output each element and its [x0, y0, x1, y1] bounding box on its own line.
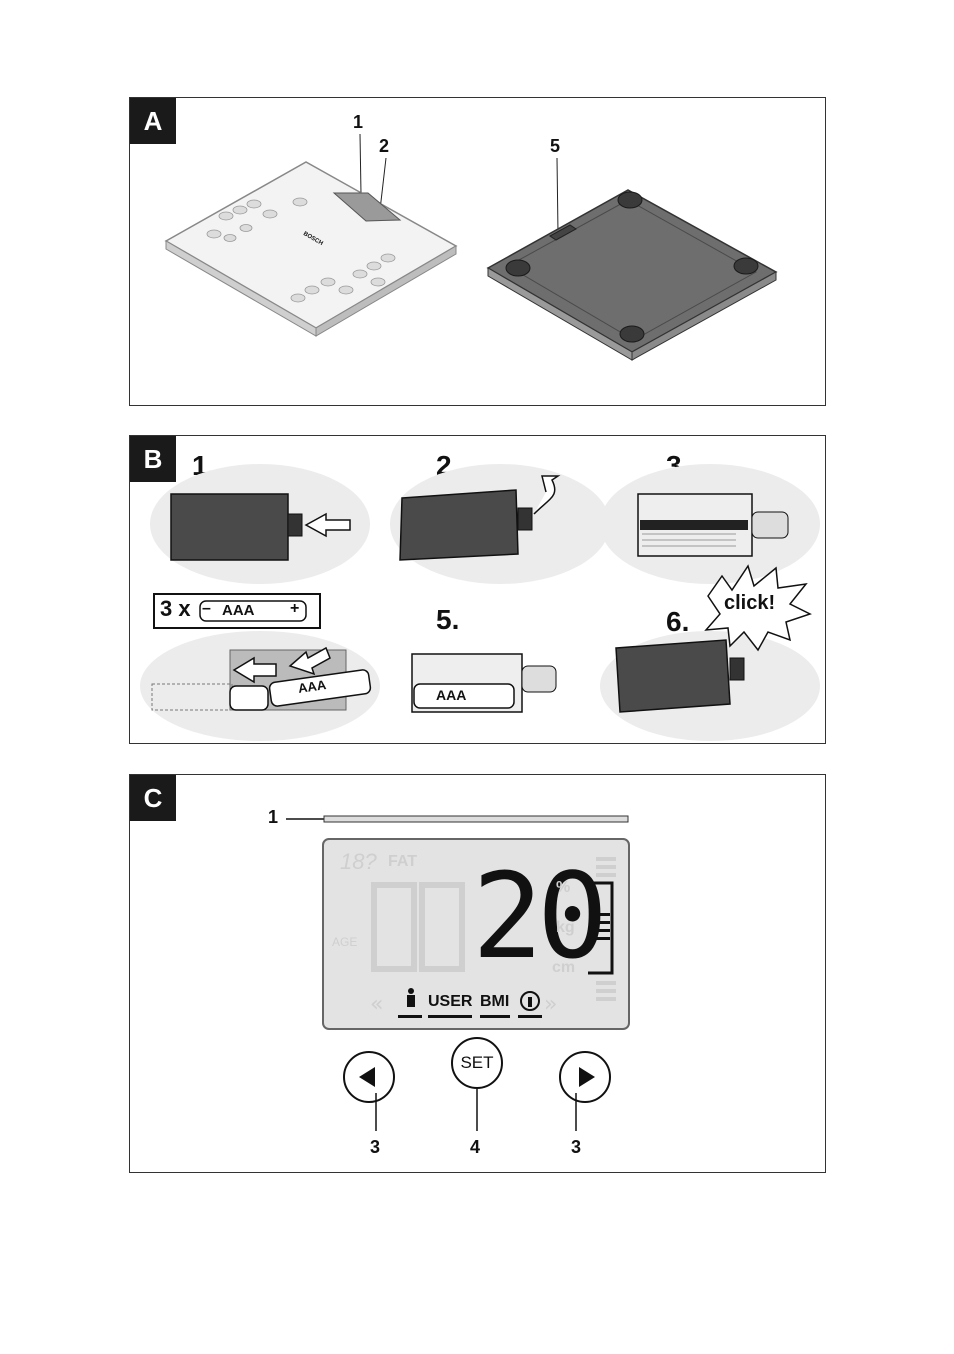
- battery-plus: +: [290, 600, 300, 617]
- callout-2: 2: [379, 136, 390, 156]
- lcd-unit-kg: kg: [556, 919, 575, 936]
- battery-label: AAA: [222, 602, 255, 619]
- lcd-reading: 20: [472, 847, 608, 985]
- panel-a: A 1 2 5 BOSCH: [129, 97, 826, 406]
- callout-right-button: 3: [571, 1137, 582, 1157]
- display-edge: [323, 815, 629, 823]
- lcd-label-bmi: BMI: [480, 993, 510, 1010]
- lcd-unit-percent: %: [556, 879, 571, 896]
- info-icon: [520, 991, 540, 1011]
- step-6-label: 6.: [666, 606, 690, 637]
- lcd-unit-cm: cm: [552, 959, 576, 976]
- scale-top-view: [164, 133, 559, 337]
- lcd-label-user: USER: [428, 993, 473, 1010]
- panel-c-tag: C: [130, 775, 176, 821]
- curved-arrow-icon: [533, 475, 561, 515]
- right-button[interactable]: [560, 1052, 610, 1102]
- click-burst: [704, 564, 812, 652]
- lcd-top-icon-1: FAT: [388, 853, 418, 870]
- callout-left-button: 3: [370, 1137, 381, 1157]
- step-5-label: 5.: [436, 604, 460, 635]
- set-button[interactable]: SET: [460, 1053, 494, 1072]
- arrow-left-icon: [304, 512, 351, 538]
- callout-1: 1: [353, 112, 364, 132]
- scale-bottom-view: [486, 189, 778, 361]
- click-text: click!: [724, 592, 776, 614]
- battery-steps-illustration: [140, 464, 820, 741]
- svg-text:»: »: [544, 992, 557, 1017]
- panel-a-tag: A: [130, 98, 176, 144]
- callout-5: 5: [550, 136, 561, 156]
- panel-b-tag: B: [130, 436, 176, 482]
- person-icon: [407, 988, 415, 1007]
- arrow-right-icon: [579, 1067, 595, 1087]
- battery-icon: [199, 600, 307, 622]
- battery-minus: –: [202, 600, 211, 617]
- battery-count: 3 x: [160, 596, 191, 621]
- left-button[interactable]: [344, 1052, 394, 1102]
- lcd-top-icon-0: 18?: [340, 849, 377, 874]
- panel-c: C 1 3 4 3 « »: [129, 774, 826, 1173]
- lcd-age-label: AGE: [332, 935, 358, 949]
- panel-b: B 1. 2. 3. 4. 5. 6.: [129, 435, 826, 744]
- svg-text:«: «: [370, 992, 383, 1017]
- arrow-left-icon: [359, 1067, 375, 1087]
- callout-display: 1: [268, 807, 279, 827]
- display-illustration: « »: [286, 815, 630, 1131]
- callout-set-button: 4: [470, 1137, 481, 1157]
- step-5-battery-label: AAA: [436, 687, 467, 703]
- set-button-ring: [451, 1037, 503, 1089]
